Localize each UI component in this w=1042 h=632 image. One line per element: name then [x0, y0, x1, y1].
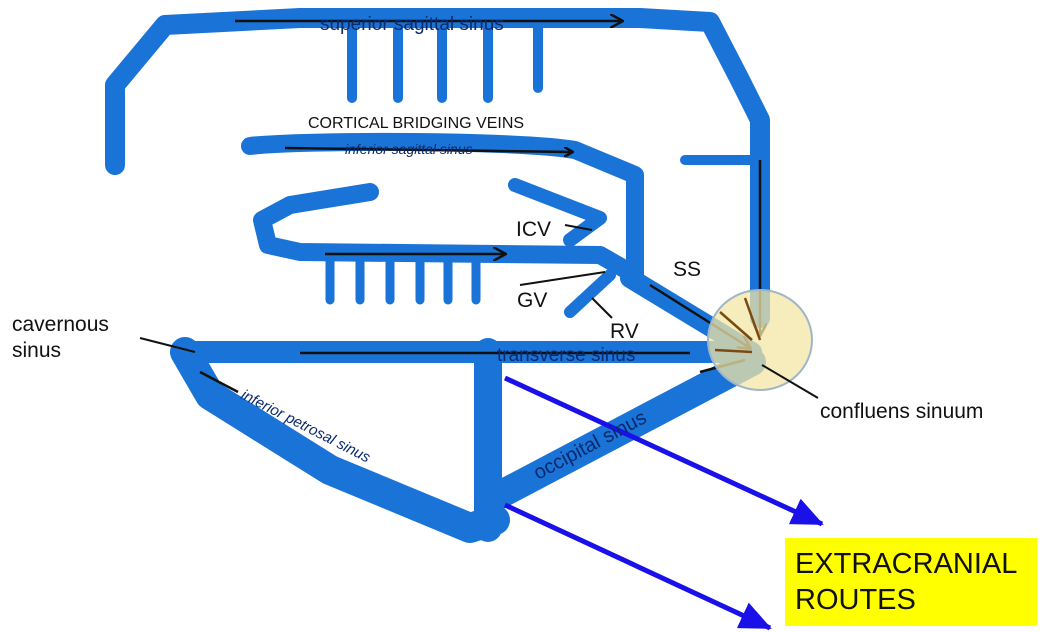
lower-small-veins: [325, 253, 481, 305]
inferior-sagittal-flow-arrow: [284, 146, 572, 152]
rv-leader: [591, 297, 613, 319]
rv-vessel: [564, 269, 616, 318]
icv-leader: [564, 224, 593, 231]
cortical-bridging-veins-label: CORTICAL BRIDGING VEINS: [308, 115, 524, 132]
icv-upper-vessel: [508, 178, 607, 247]
basal-loop-vessel: [253, 183, 644, 284]
confluens-arrows: [714, 297, 762, 354]
confluens-leader: [761, 364, 819, 399]
leader-lines: [139, 224, 819, 399]
confluens-sinuum-label: confluens sinuum: [820, 400, 983, 423]
gv-label: GV: [517, 289, 547, 312]
extracranial-routes-line2: ROUTES: [795, 584, 916, 616]
cortical-bridging-veins: [347, 20, 543, 103]
cavernous-leader: [139, 337, 196, 353]
cavernous-sinus-label-line2: sinus: [12, 339, 61, 362]
superior-sagittal-sinus-label: superior sagittal sinus: [320, 14, 504, 35]
cavernous-sinus-label-line1: cavernous: [12, 313, 109, 336]
petrosal-flow-line: [199, 370, 239, 394]
extracranial-routes-line1: EXTRACRANIAL: [795, 548, 1018, 580]
superior-sagittal-sinus-vessel: [105, 8, 770, 328]
rv-label: RV: [610, 320, 639, 343]
extracranial-routes-box: EXTRACRANIAL ROUTES: [785, 538, 1037, 626]
inferior-sagittal-sinus-label: inferior sagittal sinus: [345, 141, 473, 157]
transverse-sinus-label: transverse sinus: [497, 345, 635, 366]
ss-label: SS: [673, 258, 701, 281]
extracranial-route-arrow-upper: [503, 375, 824, 527]
gv-leader: [519, 271, 606, 286]
extracranial-route-arrow-lower: [503, 502, 772, 631]
icv-label: ICV: [516, 218, 551, 241]
